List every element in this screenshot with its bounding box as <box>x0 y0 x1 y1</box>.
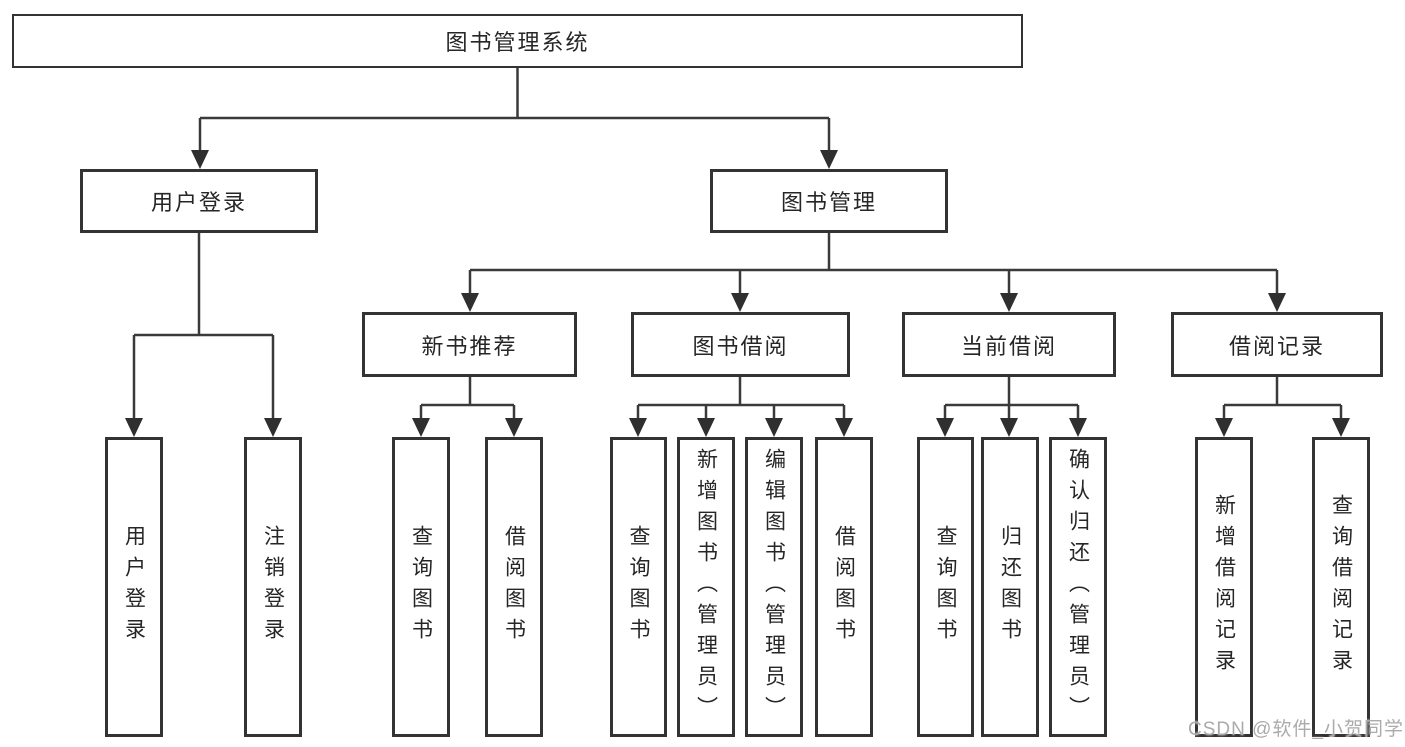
leaf-query-books-recommend-label: 查询图书 <box>409 525 433 649</box>
arrowhead <box>1215 418 1233 437</box>
arrowhead <box>461 293 479 312</box>
arrowhead <box>412 418 430 437</box>
arrowhead <box>820 150 838 169</box>
leaf-borrow-books-recommend: 借阅图书 <box>485 437 543 737</box>
arrowhead <box>1332 418 1350 437</box>
leaf-user-login: 用户登录 <box>105 437 163 737</box>
connector-recommend-to-leaves <box>419 377 516 420</box>
leaf-edit-book-admin: 编辑图书（管理员） <box>745 437 803 737</box>
leaf-query-books-current: 查询图书 <box>917 437 974 737</box>
node-root-label: 图书管理系统 <box>445 30 590 55</box>
leaf-confirm-return-admin: 确认归还（管理员） <box>1049 437 1107 737</box>
leaf-logout-label: 注销登录 <box>261 525 285 649</box>
leaf-edit-book-admin-label: 编辑图书（管理员） <box>762 447 786 727</box>
connector-records-to-leaves <box>1222 377 1343 420</box>
leaf-add-borrow-record-label: 新增借阅记录 <box>1212 494 1236 680</box>
node-book-borrow: 图书借阅 <box>631 312 850 377</box>
arrowhead <box>731 293 749 312</box>
node-book-management: 图书管理 <box>710 169 948 233</box>
leaf-return-book-label: 归还图书 <box>998 525 1022 649</box>
arrowhead <box>505 418 523 437</box>
watermark: CSDN @软件_小贺同学 <box>1188 719 1404 740</box>
node-book-management-label: 图书管理 <box>780 190 877 215</box>
node-borrow-records: 借阅记录 <box>1171 312 1383 377</box>
node-user-login-label: 用户登录 <box>150 190 247 215</box>
connector-login-to-leaves <box>132 233 275 420</box>
leaf-add-borrow-record: 新增借阅记录 <box>1195 437 1253 737</box>
leaf-borrow-books-recommend-label: 借阅图书 <box>502 525 526 649</box>
leaf-return-book: 归还图书 <box>981 437 1039 737</box>
leaf-query-books-borrow-label: 查询图书 <box>627 525 650 649</box>
connector-borrow-to-leaves <box>636 377 846 420</box>
arrowhead <box>1000 293 1018 312</box>
leaf-logout: 注销登录 <box>244 437 302 737</box>
leaf-query-books-current-label: 查询图书 <box>934 525 957 649</box>
node-user-login: 用户登录 <box>80 169 318 233</box>
connector-root-to-level2 <box>198 68 831 152</box>
leaf-query-borrow-record-label: 查询借阅记录 <box>1329 494 1353 680</box>
leaf-add-book-admin: 新增图书（管理员） <box>677 437 735 737</box>
leaf-borrow-books-borrow-label: 借阅图书 <box>832 525 856 649</box>
connector-current-to-leaves <box>943 377 1080 420</box>
arrowhead <box>765 418 783 437</box>
arrowhead <box>125 418 143 437</box>
node-new-book-recommend-label: 新书推荐 <box>421 333 518 359</box>
leaf-query-borrow-record: 查询借阅记录 <box>1312 437 1370 737</box>
arrowhead <box>264 418 282 437</box>
leaf-query-books-borrow: 查询图书 <box>610 437 667 737</box>
leaf-borrow-books-borrow: 借阅图书 <box>815 437 873 737</box>
leaf-user-login-label: 用户登录 <box>122 525 146 649</box>
arrowhead <box>1000 418 1018 437</box>
connector-mgmt-to-level3 <box>468 233 1279 295</box>
leaf-confirm-return-admin-label: 确认归还（管理员） <box>1066 447 1090 727</box>
arrowhead <box>697 418 715 437</box>
arrowhead <box>1268 293 1286 312</box>
node-current-borrow-label: 当前借阅 <box>960 333 1057 359</box>
arrowhead <box>191 150 209 169</box>
node-new-book-recommend: 新书推荐 <box>362 312 577 377</box>
leaf-add-book-admin-label: 新增图书（管理员） <box>694 447 718 727</box>
arrowhead <box>1069 418 1087 437</box>
leaf-query-books-recommend: 查询图书 <box>392 437 450 737</box>
arrowhead <box>835 418 853 437</box>
node-book-borrow-label: 图书借阅 <box>692 333 789 359</box>
node-root: 图书管理系统 <box>12 14 1023 68</box>
arrowhead <box>936 418 954 437</box>
node-current-borrow: 当前借阅 <box>902 312 1116 377</box>
node-borrow-records-label: 借阅记录 <box>1228 333 1325 359</box>
arrowhead <box>629 418 647 437</box>
